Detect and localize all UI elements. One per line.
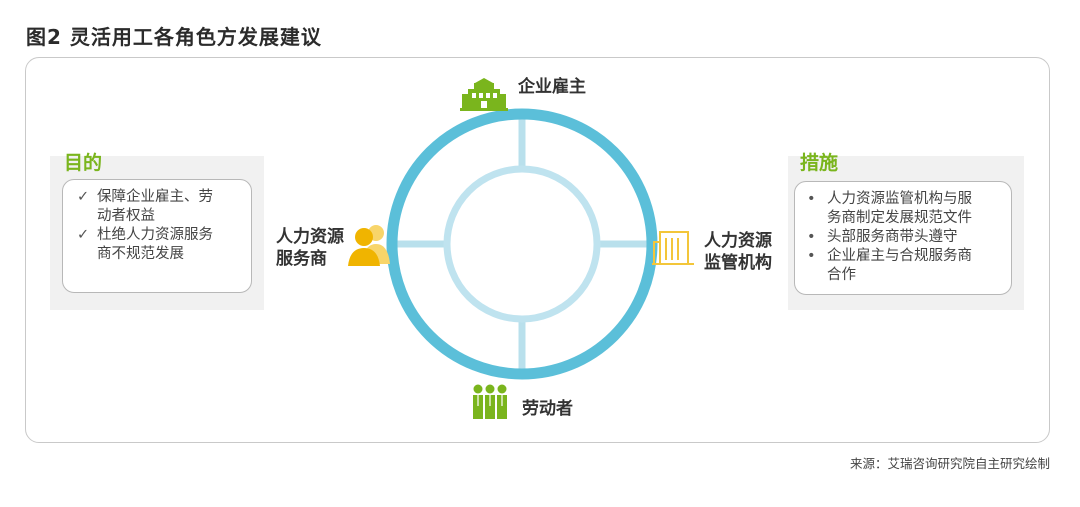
node-label-hr-provider-line2: 服务商 — [276, 249, 327, 269]
regulator-building-icon — [652, 231, 694, 265]
right-panel-item: • 人力资源监管机构与服 务商制定发展规范文件 — [807, 190, 1001, 228]
left-panel-box: ✓ 保障企业雇主、劳 动者权益 ✓ 杜绝人力资源服务 商不规范发展 — [62, 179, 252, 293]
outer-ring — [386, 108, 658, 380]
left-panel-item: ✓ 杜绝人力资源服务 商不规范发展 — [77, 226, 241, 264]
node-label-regulator-line1: 人力资源 — [704, 231, 772, 251]
left-panel-heading: 目的 — [64, 152, 103, 174]
right-panel-item: • 头部服务商带头遵守 — [807, 228, 1001, 247]
left-item-2-line1: 杜绝人力资源服务 — [97, 227, 213, 243]
node-label-hr-provider-line1: 人力资源 — [276, 227, 344, 247]
bullet-icon: • — [807, 191, 816, 207]
building-icon — [460, 78, 508, 111]
workers-icon — [473, 384, 507, 419]
people-icon — [348, 225, 390, 266]
node-label-regulator-line2: 监管机构 — [704, 253, 772, 273]
right-item-3-line2: 合作 — [827, 267, 856, 283]
bullet-icon: • — [807, 248, 816, 264]
right-panel-heading: 措施 — [800, 152, 839, 174]
left-item-1-line1: 保障企业雇主、劳 — [97, 189, 213, 205]
left-item-1-line2: 动者权益 — [97, 208, 155, 224]
right-item-3-line1: 企业雇主与合规服务商 — [827, 248, 972, 264]
inner-ring — [443, 165, 601, 323]
node-label-hr-provider: 人力资源 服务商 — [276, 226, 344, 270]
check-icon: ✓ — [77, 227, 90, 243]
node-label-employer: 企业雇主 — [518, 77, 586, 97]
check-icon: ✓ — [77, 189, 90, 205]
left-panel-item: ✓ 保障企业雇主、劳 动者权益 — [77, 188, 241, 226]
figure-title: 图2 灵活用工各角色方发展建议 — [26, 25, 322, 49]
bullet-icon: • — [807, 229, 816, 245]
node-label-regulator: 人力资源 监管机构 — [704, 230, 772, 274]
diagram-frame — [25, 57, 1050, 443]
right-panel-item: • 企业雇主与合规服务商 合作 — [807, 247, 1001, 285]
source-note: 来源：艾瑞咨询研究院自主研究绘制 — [849, 456, 1050, 471]
right-panel-box: • 人力资源监管机构与服 务商制定发展规范文件 • 头部服务商带头遵守 • 企业… — [794, 181, 1012, 295]
node-label-worker: 劳动者 — [522, 399, 573, 419]
right-item-1-line1: 人力资源监管机构与服 — [827, 191, 972, 207]
left-item-2-line2: 商不规范发展 — [97, 246, 184, 262]
right-item-2-line1: 头部服务商带头遵守 — [827, 229, 958, 245]
spokes — [392, 117, 652, 372]
right-item-1-line2: 务商制定发展规范文件 — [827, 210, 972, 226]
